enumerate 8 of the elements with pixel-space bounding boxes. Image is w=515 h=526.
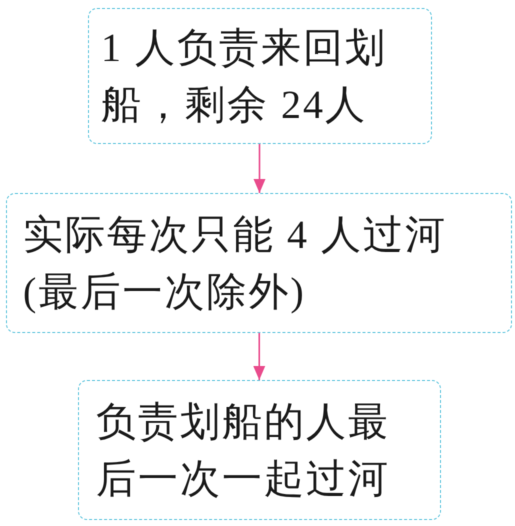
node-text: 1 人负责来回划船，剩余 24人	[101, 24, 388, 129]
node-text: 负责划船的人最后一次一起过河	[96, 398, 391, 503]
arrow	[253, 333, 266, 380]
node-text: 实际每次只能 4 人过河(最后一次除外)	[23, 211, 448, 316]
process-box	[6, 193, 512, 333]
process-box	[88, 8, 432, 144]
process-box	[78, 380, 441, 520]
arrow	[254, 144, 266, 193]
